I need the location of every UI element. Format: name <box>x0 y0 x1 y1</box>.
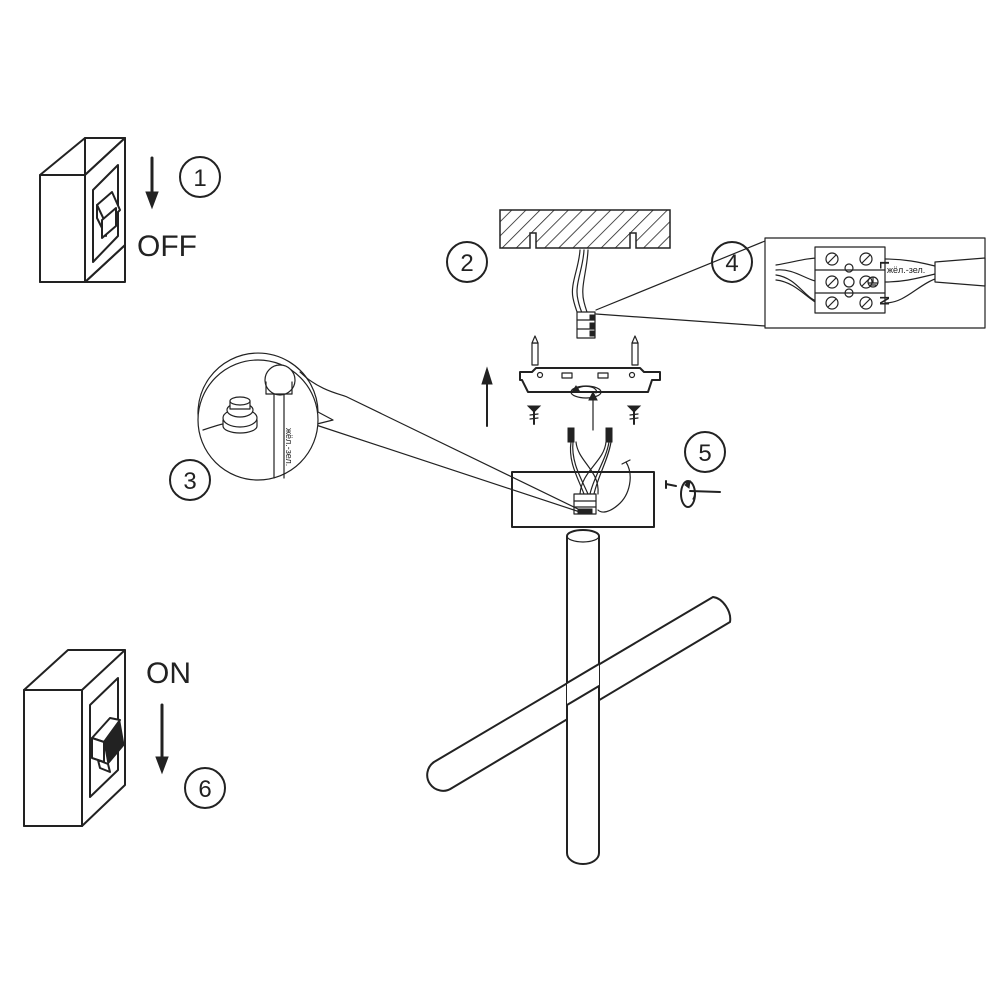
step-6-marker: 6 <box>184 767 226 809</box>
terminal-n-label: N <box>877 296 892 305</box>
rotate-icon <box>680 479 721 508</box>
step-4-marker: 4 <box>711 241 753 283</box>
arrow-down-icon <box>155 703 169 775</box>
nut-icon <box>222 396 258 434</box>
switch-on-icon <box>23 649 126 827</box>
step-1-number: 1 <box>193 165 206 192</box>
terminal-detail-panel: L N жёл.-зел. <box>764 237 986 329</box>
terminal-l-label: L <box>877 261 892 269</box>
lamp-tube-crossing <box>566 663 600 706</box>
arrow-down-icon <box>145 156 159 210</box>
lamp-tube-vertical <box>566 529 600 865</box>
step-2-number: 2 <box>460 250 473 277</box>
step-6-number: 6 <box>198 776 211 803</box>
step-3-marker: 3 <box>169 459 211 501</box>
ceiling <box>499 209 671 249</box>
lamp-wires <box>567 427 631 513</box>
mounting-bracket <box>519 367 661 399</box>
off-label: OFF <box>137 230 197 263</box>
on-label: ON <box>146 657 191 690</box>
callout-lines <box>595 240 766 327</box>
screw-icon <box>531 335 639 366</box>
screw-icon <box>526 405 642 425</box>
step-5-marker: 5 <box>684 431 726 473</box>
mains-wires <box>571 249 591 321</box>
step-3-number: 3 <box>183 468 196 495</box>
step-4-number: 4 <box>725 250 738 277</box>
ground-detail-circle: жёл.-зел. <box>197 352 334 481</box>
ground-wire-label-detail: жёл.-зел. <box>887 265 925 275</box>
ground-wire-label: жёл.-зел. <box>284 428 294 466</box>
terminal-block-small-icon <box>576 311 596 339</box>
screw-icon <box>665 480 677 489</box>
step-5-number: 5 <box>698 440 711 467</box>
switch-off-icon <box>39 137 126 283</box>
step-2-marker: 2 <box>446 241 488 283</box>
arrow-up-icon <box>481 366 493 427</box>
earth-ground-icon <box>867 276 879 288</box>
step-1-marker: 1 <box>179 156 221 198</box>
